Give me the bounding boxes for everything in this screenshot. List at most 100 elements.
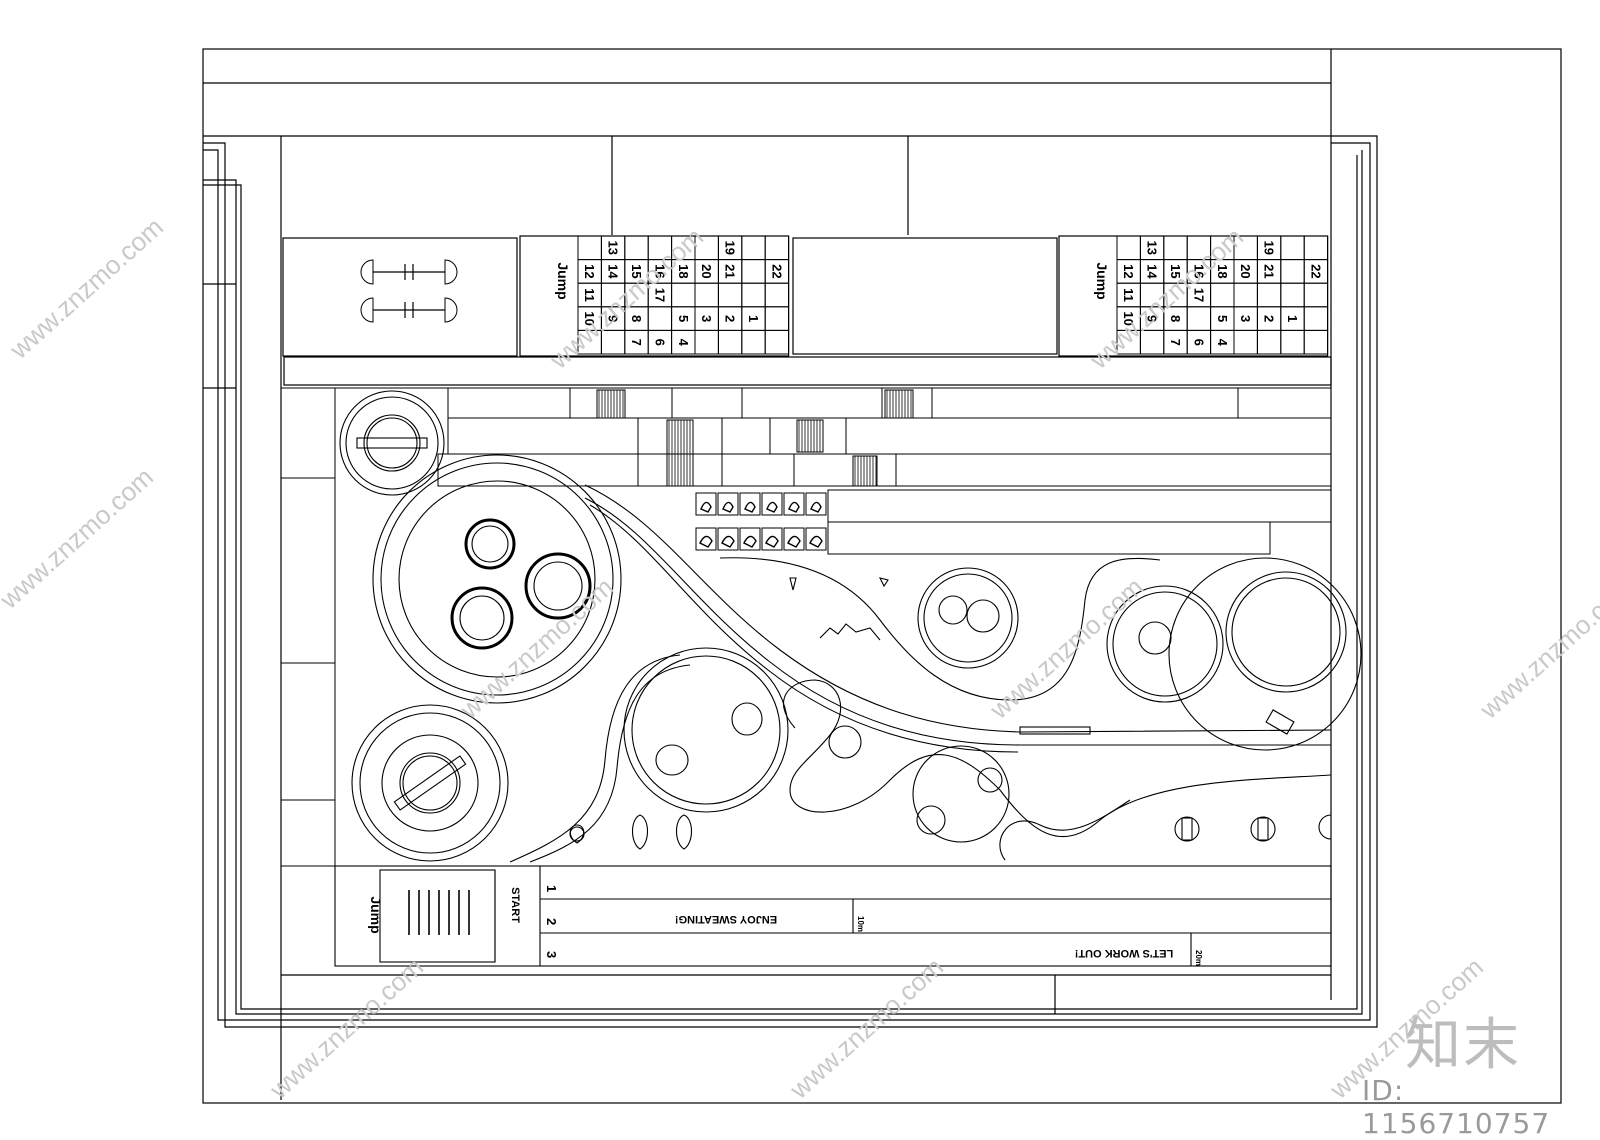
jump-grid-left-cell (764, 329, 790, 355)
jump-grid-right-cell (1256, 329, 1282, 355)
jump-grid-left-cell (741, 282, 766, 308)
station-cell (739, 492, 761, 516)
jump-grid-right-number: 22 (1308, 264, 1323, 278)
jump-grid-right-cell (1303, 282, 1329, 308)
site-watermarks: www.znzmo.com www.znzmo.com www.znzmo.co… (0, 212, 1600, 1105)
jump-grid-left-number: 19 (723, 241, 738, 255)
jump-grid-right-cell (1280, 329, 1305, 355)
jump-grid-left-cell (577, 235, 602, 261)
exercise-stations (695, 492, 827, 551)
hatch-strip (852, 455, 878, 487)
station-cell (783, 492, 805, 516)
jump-grid-left-number: 15 (629, 264, 644, 278)
jump-grid-right-cell (1186, 306, 1212, 331)
jump-grid-left-cell (694, 282, 719, 308)
station-cell (805, 492, 827, 516)
station-icon (722, 501, 734, 513)
jump-grid-left-number: 8 (629, 315, 644, 322)
jump-grid-right-number: 1 (1285, 315, 1300, 322)
distance-mark-10m: 10m (856, 916, 865, 932)
jump-grid-left-number: 16 (652, 264, 667, 278)
station-cell (783, 527, 805, 551)
equipment-panel (282, 237, 1332, 386)
jump-grid-left-number: 3 (699, 315, 714, 322)
jump-grid-right-number: 18 (1215, 264, 1230, 278)
lane-number-2: 2 (544, 918, 559, 925)
station-icon (700, 501, 712, 513)
station-icon (744, 501, 756, 513)
station-icon (809, 535, 823, 548)
stepped-blocks (281, 387, 1332, 866)
jump-grid-right-number: 5 (1215, 315, 1230, 322)
jump-grid-left-number: 22 (769, 264, 784, 278)
jump-grid-left-number: 14 (606, 264, 621, 279)
jump-grid-left-cell (717, 329, 743, 355)
station-icon (699, 535, 713, 548)
jump-grid-right-number: 19 (1262, 241, 1277, 255)
station-cell (717, 527, 739, 551)
jump-grid-right-number: 15 (1168, 264, 1183, 278)
station-icon (721, 535, 735, 548)
jump-grid-left-number: 10 (582, 311, 597, 325)
station-icon (810, 501, 822, 513)
jump-grid-left-cell (764, 235, 790, 261)
jump-grid-left-number: 12 (582, 264, 597, 278)
start-area (334, 865, 1332, 967)
jump-grid-left-brand: Jump (555, 262, 571, 299)
jump-grid-right-cell (1210, 282, 1235, 308)
station-cell (695, 492, 717, 516)
station-icon (743, 535, 757, 548)
jump-grid-right-number: 2 (1262, 315, 1277, 322)
distance-mark-20m: 20m (1194, 950, 1203, 966)
track-brand: Jump (368, 896, 384, 933)
jump-grid-left-cell (647, 306, 673, 331)
jump-grid-left-number: 2 (723, 315, 738, 322)
jump-grid-left-cell (764, 306, 790, 331)
station-cell (805, 527, 827, 551)
jump-grid-right-number: 17 (1191, 288, 1206, 302)
jump-grid-left-cell (741, 259, 766, 284)
jump-grid-right-brand: Jump (1094, 262, 1110, 299)
jump-grid-left-cell (741, 235, 766, 261)
jump-grid-left-number: 21 (723, 264, 738, 278)
jump-grid-left-cell (717, 282, 743, 308)
station-cell (717, 492, 739, 516)
station-icon (765, 535, 779, 548)
jump-grid-left-number: 4 (676, 339, 691, 347)
jump-grid-right-number: 10 (1121, 311, 1136, 325)
station-cell (695, 527, 717, 551)
jump-grid-left-number: 7 (629, 339, 644, 346)
jump-grid-left-number: 11 (582, 288, 597, 302)
jump-grid-right-cell (1280, 235, 1305, 261)
jump-grid-left-number: 17 (652, 288, 667, 302)
jump-grid-right-number: 21 (1262, 264, 1277, 278)
jump-grid-right-number: 3 (1238, 315, 1253, 322)
lane-number-1: 1 (544, 885, 559, 892)
station-icon (788, 501, 800, 513)
slogan-enjoy-sweating: ENJOY SWEATING! (675, 913, 777, 925)
watermark-id: ID: 1156710757 (1362, 1074, 1551, 1140)
svg-text:www.znzmo.com: www.znzmo.com (1473, 572, 1600, 725)
station-cell (739, 527, 761, 551)
station-icon (787, 535, 801, 548)
jump-grid-left-number: 6 (652, 339, 667, 346)
hatch-strip (796, 419, 824, 453)
jump-grid-right-cell (1280, 259, 1305, 284)
jump-grid-left-number: 18 (676, 264, 691, 278)
start-label: START (509, 887, 521, 923)
hatch-strip (666, 419, 694, 487)
jump-grid-right-cell (1256, 282, 1282, 308)
left-strips (281, 477, 335, 867)
slogan-lets-work-out: LET'S WORK OUT! (1075, 947, 1174, 959)
jump-grid-left-cell (671, 282, 696, 308)
svg-text:www.znzmo.com: www.znzmo.com (3, 212, 169, 365)
jump-grid-right-cell (1163, 235, 1188, 261)
jump-grid-left-number: 20 (699, 264, 714, 278)
jump-grid-right-number: 11 (1121, 288, 1136, 302)
jump-grid-right-number: 6 (1191, 339, 1206, 346)
jump-grid-right-cell (1280, 282, 1305, 308)
jump-grid-right-cell (1116, 235, 1141, 261)
